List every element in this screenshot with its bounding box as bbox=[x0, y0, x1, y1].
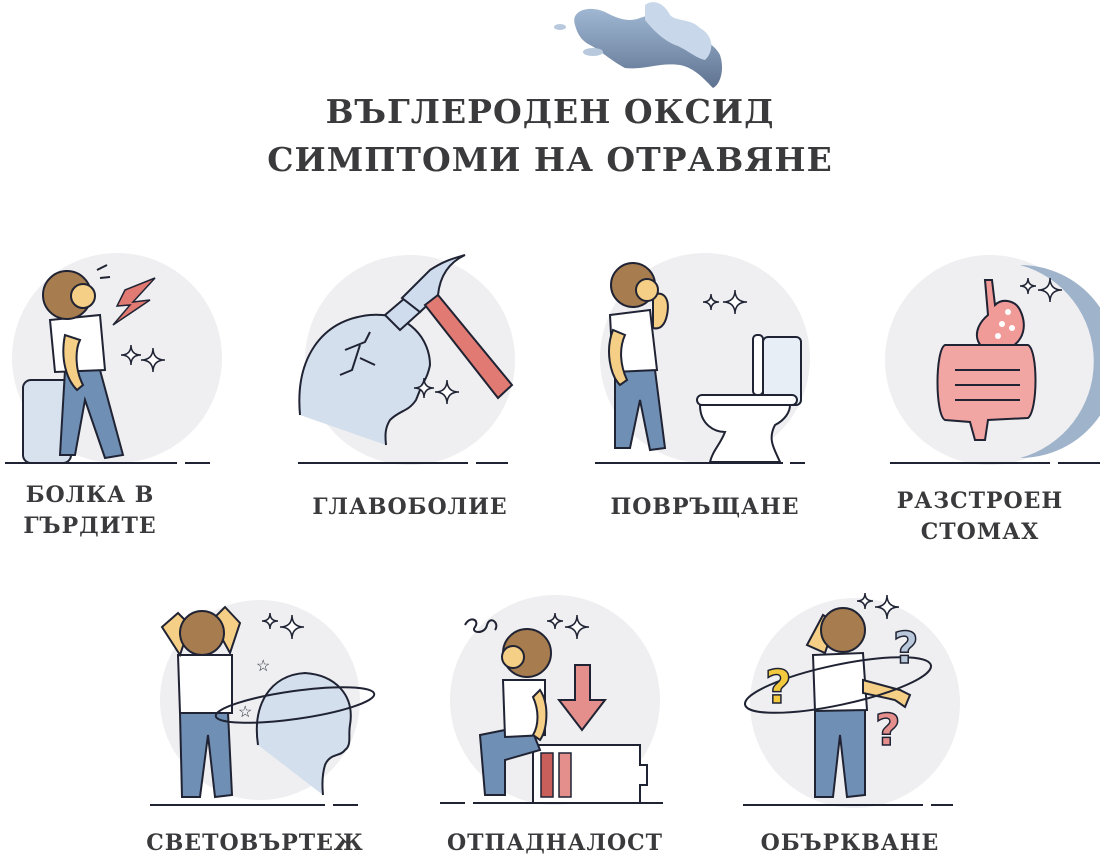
svg-text:?: ? bbox=[893, 623, 919, 674]
title-line-1: ВЪГЛЕРОДЕН ОКСИД bbox=[325, 92, 775, 131]
symptom-label-line2: СТОМАХ bbox=[920, 519, 1040, 545]
stomach-icon bbox=[885, 255, 1100, 465]
symptom-card-fatigue bbox=[435, 585, 675, 825]
symptom-label-line1: РАЗСТРОЕН bbox=[896, 488, 1064, 514]
symptom-label-headache: ГЛАВОБОЛИЕ bbox=[290, 492, 530, 523]
symptom-label-line1: СВЕТОВЪРТЕЖ bbox=[146, 830, 364, 856]
symptom-label-fatigue: ОТПАДНАЛОСТ bbox=[430, 828, 680, 859]
headache-hammer-icon bbox=[298, 254, 515, 465]
symptom-label-confusion: ОБЪРКВАНЕ bbox=[730, 828, 970, 859]
symptom-card-upset-stomach bbox=[880, 240, 1100, 480]
symptom-label-chest-pain: БОЛКА В ГЪРДИТЕ bbox=[10, 480, 170, 542]
symptom-label-line1: ГЛАВОБОЛИЕ bbox=[312, 494, 508, 520]
symptom-card-dizziness: ☆ ☆ bbox=[140, 585, 380, 825]
svg-text:?: ? bbox=[875, 705, 901, 756]
symptom-label-dizziness: СВЕТОВЪРТЕЖ bbox=[130, 828, 380, 859]
symptom-card-vomiting bbox=[585, 240, 825, 480]
confusion-icon: ? ? ? bbox=[743, 592, 960, 808]
symptom-label-line2: ГЪРДИТЕ bbox=[23, 513, 157, 539]
svg-text:☆: ☆ bbox=[256, 656, 270, 675]
fatigue-battery-icon bbox=[440, 595, 663, 805]
vomiting-toilet-icon bbox=[595, 253, 810, 464]
chest-pain-icon bbox=[5, 253, 222, 464]
symptom-card-confusion: ? ? ? bbox=[735, 585, 975, 825]
symptom-label-vomiting: ПОВРЪЩАНЕ bbox=[585, 492, 825, 523]
dizziness-icon: ☆ ☆ bbox=[150, 600, 376, 806]
symptom-label-line1: БОЛКА В bbox=[25, 482, 155, 508]
symptom-label-line1: ОТПАДНАЛОСТ bbox=[447, 830, 663, 856]
symptom-card-chest-pain bbox=[5, 240, 245, 480]
symptom-label-line1: ОБЪРКВАНЕ bbox=[760, 830, 940, 856]
symptom-label-line1: ПОВРЪЩАНЕ bbox=[610, 494, 800, 520]
symptom-label-upset-stomach: РАЗСТРОЕН СТОМАХ bbox=[880, 486, 1080, 548]
gas-cloud-icon bbox=[554, 2, 723, 89]
svg-text:☆: ☆ bbox=[238, 702, 252, 721]
symptom-card-headache bbox=[290, 240, 530, 480]
svg-text:?: ? bbox=[765, 660, 792, 714]
title-line-2: СИМПТОМИ НА ОТРАВЯНЕ bbox=[267, 140, 833, 179]
